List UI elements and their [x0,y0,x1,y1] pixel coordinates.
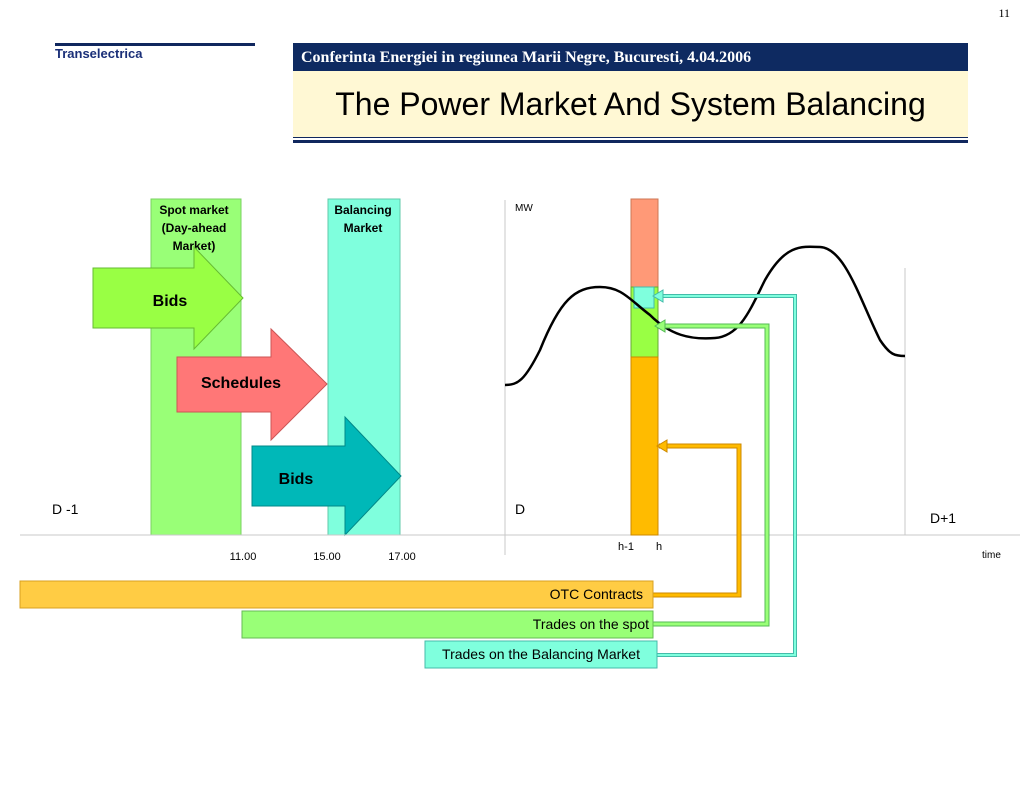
spot-connector-outline [653,323,770,627]
title-rule-thin [293,137,968,138]
spot-connector-arrowhead [654,319,666,333]
bids-arrow-2-label: Bids [279,471,314,488]
otc-connector-outline [653,443,742,598]
balancing-trades-bar [424,640,658,669]
balancing-market-label-2: Market [344,221,383,235]
title-rule-thick [293,140,968,143]
spot-trades-label: Trades on the spot [533,616,649,632]
balancing-trades-label: Trades on the Balancing Market [442,646,640,662]
otc-contracts-bar [19,580,654,609]
day-current-label: D [515,501,525,517]
brand-name: Transelectrica [55,46,143,61]
bids-arrow-1-label: Bids [153,293,188,310]
brand-underline [55,43,255,46]
spot-market-label-2: (Day-ahead [162,221,227,235]
schedules-arrow [176,327,328,442]
hour-prev-label: h-1 [618,541,634,553]
spot-market-label-1: Spot market [159,203,228,217]
day-next-label: D+1 [930,510,956,526]
mw-axis-label: MW [515,203,533,214]
bids-arrow-2 [251,415,402,537]
balancing-market-label-1: Balancing [334,203,391,217]
hour-current-label: h [656,541,662,553]
schedules-arrow-label: Schedules [201,375,281,392]
time-label-17: 17.00 [388,551,416,563]
balancing-connector-arrowhead [652,289,664,303]
otc-connector-arrowhead [656,439,668,453]
bids-arrow-1 [92,245,244,351]
time-label-11: 11.00 [230,551,257,563]
title-band [293,71,968,137]
hour-block-imbalance [630,198,659,288]
load-curve [504,245,906,387]
conference-banner [293,43,968,71]
spot-connector [653,324,769,626]
otc-connector [653,444,741,597]
hour-block-balancing [633,286,655,309]
page-number: 11 [998,6,1010,20]
spot-market-label-3: Market) [173,239,216,253]
time-axis-label: time [982,550,1001,561]
day-prev-label: D -1 [52,501,79,517]
time-label-15: 15.00 [313,551,341,563]
balancing-connector-outline [655,294,797,657]
otc-contracts-label: OTC Contracts [550,586,643,602]
hour-block-otc [630,356,659,536]
balancing-connector [655,295,796,656]
spot-trades-bar [241,610,654,639]
conference-text: Conferinta Energiei in regiunea Marii Ne… [301,49,752,66]
slide-title: The Power Market And System Balancing [335,86,926,122]
